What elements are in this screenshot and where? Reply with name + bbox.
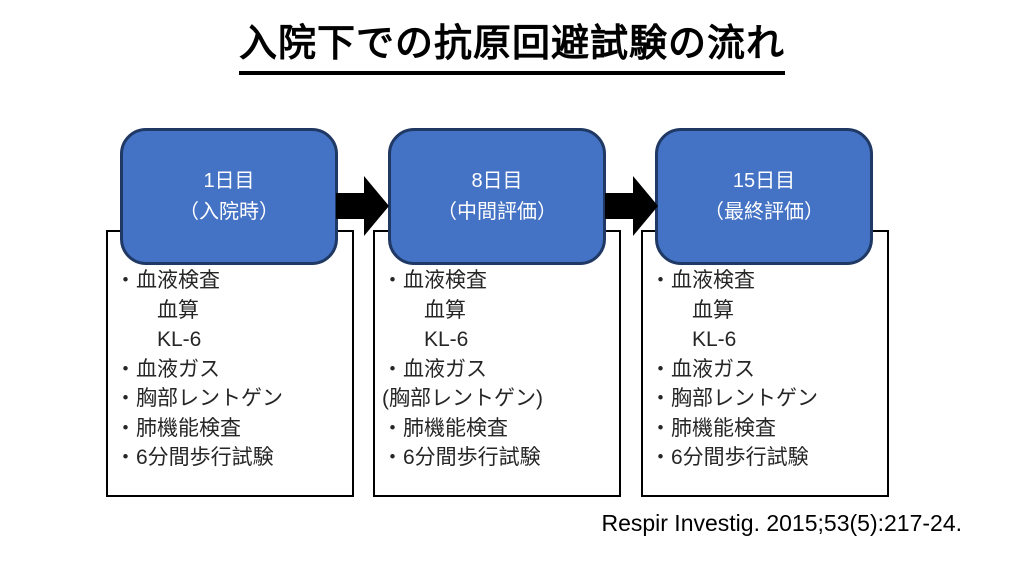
title-row: 入院下での抗原回避試験の流れ (0, 22, 1024, 75)
citation-text: Respir Investig. 2015;53(5):217-24. (601, 510, 962, 536)
stage-box-day8: 8日目 （中間評価） (388, 128, 606, 265)
right-arrow-icon (605, 176, 658, 236)
list-item: ・血液検査 (650, 269, 755, 292)
stage-phase-label: （最終評価） (704, 200, 824, 223)
list-item: KL-6 (115, 328, 202, 351)
list-item: ・血液検査 (382, 269, 487, 292)
stage-day-label: 8日目 (471, 169, 523, 192)
list-item: ・6分間歩行試験 (382, 446, 541, 469)
list-item: KL-6 (382, 328, 469, 351)
arrow-shaft (336, 193, 364, 219)
stage-day-label: 15日目 (732, 169, 796, 192)
test-list-day15: ・血液検査 血算 KL-6 ・血液ガス ・胸部レントゲン ・肺機能検査 ・6分間… (650, 266, 885, 473)
list-item: ・血液ガス (382, 357, 487, 381)
list-item: ・6分間歩行試験 (650, 446, 809, 469)
arrow-shaft (605, 193, 633, 219)
test-panel-day15: ・血液検査 血算 KL-6 ・血液ガス ・胸部レントゲン ・肺機能検査 ・6分間… (641, 230, 889, 497)
list-item: ・肺機能検査 (382, 416, 508, 440)
list-item: ・胸部レントゲン (650, 387, 818, 410)
stage-phase-label: （入院時） (179, 200, 279, 223)
list-item: ・血液ガス (650, 357, 755, 381)
list-item: ・6分間歩行試験 (115, 446, 274, 469)
list-item: ・肺機能検査 (650, 416, 776, 440)
list-item: ・血液検査 (115, 269, 220, 292)
stage-day-label: 1日目 (203, 169, 255, 192)
list-item: 血算 (382, 298, 466, 322)
list-item: 血算 (115, 298, 199, 322)
stage-phase-label: （中間評価） (437, 200, 557, 223)
test-panel-day1: ・血液検査 血算 KL-6 ・血液ガス ・胸部レントゲン ・肺機能検査 ・6分間… (106, 230, 354, 497)
list-item: ・肺機能検査 (115, 416, 241, 440)
test-list-day8: ・血液検査 血算 KL-6 ・血液ガス (胸部レントゲン) ・肺機能検査 ・6分… (382, 266, 617, 473)
list-item: (胸部レントゲン) (382, 387, 543, 410)
stage-box-day1: 1日目 （入院時） (120, 128, 338, 265)
arrow-head (364, 176, 389, 236)
stage-box-day15: 15日目 （最終評価） (655, 128, 873, 265)
list-item: ・胸部レントゲン (115, 387, 283, 410)
list-item: KL-6 (650, 328, 737, 351)
list-item: 血算 (650, 298, 734, 322)
test-panel-day8: ・血液検査 血算 KL-6 ・血液ガス (胸部レントゲン) ・肺機能検査 ・6分… (373, 230, 621, 497)
right-arrow-icon (336, 176, 389, 236)
arrow-head (633, 176, 658, 236)
test-list-day1: ・血液検査 血算 KL-6 ・血液ガス ・胸部レントゲン ・肺機能検査 ・6分間… (115, 266, 350, 473)
list-item: ・血液ガス (115, 357, 220, 381)
page-title: 入院下での抗原回避試験の流れ (238, 22, 785, 75)
